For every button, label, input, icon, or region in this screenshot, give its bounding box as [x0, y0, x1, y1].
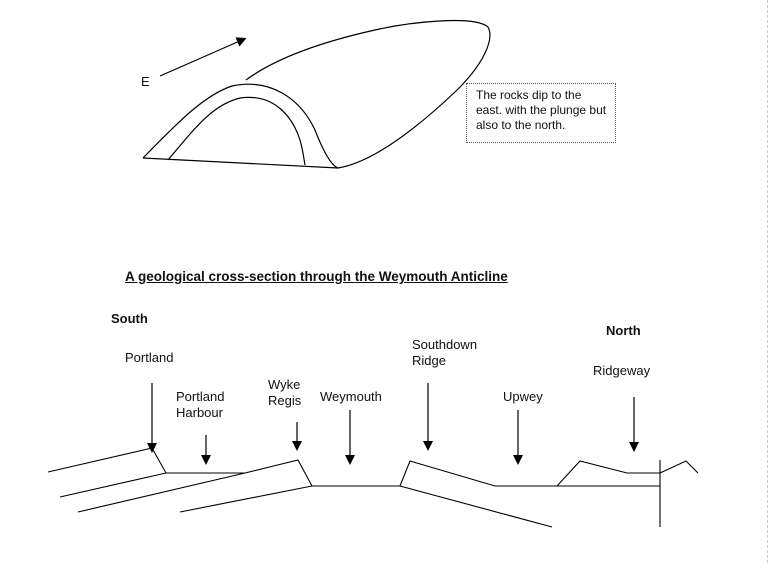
sketch-outer-arch — [142, 83, 339, 169]
stratum-north-end — [659, 460, 699, 474]
sketch-note-text: The rocks dip to the east. with the plun… — [476, 88, 607, 132]
north-label: North — [606, 323, 641, 338]
direction-arrow-line — [159, 37, 247, 77]
stratum-lower-south-1 — [59, 472, 167, 498]
place-label-weymouth: Weymouth — [320, 389, 382, 404]
place-label-southdown-ridge: Southdown Ridge — [412, 337, 478, 368]
plunging-anticline-sketch — [142, 19, 491, 169]
place-label-upwey: Upwey — [503, 389, 543, 404]
cross-section-strata — [47, 447, 699, 528]
sketch-outer-outline — [142, 19, 491, 169]
place-label-wyke-regis: Wyke Regis — [268, 377, 302, 408]
sketch-inner-arch — [167, 96, 306, 166]
location-arrows — [147, 383, 639, 465]
stratum-top-south — [47, 447, 245, 474]
cross-section-title: A geological cross-section through the W… — [125, 269, 508, 284]
stratum-lower-south-3 — [179, 485, 313, 513]
stratum-southdown-lower — [399, 485, 553, 528]
direction-label-e: E — [141, 74, 150, 89]
place-label-portland-harbour: Portland Harbour — [176, 389, 225, 420]
place-label-portland: Portland — [125, 350, 174, 365]
place-label-ridgeway: Ridgeway — [593, 363, 651, 378]
stratum-lower-south-2 — [77, 459, 660, 513]
south-label: South — [111, 311, 148, 326]
sketch-note-box: The rocks dip to the east. with the plun… — [466, 83, 616, 143]
